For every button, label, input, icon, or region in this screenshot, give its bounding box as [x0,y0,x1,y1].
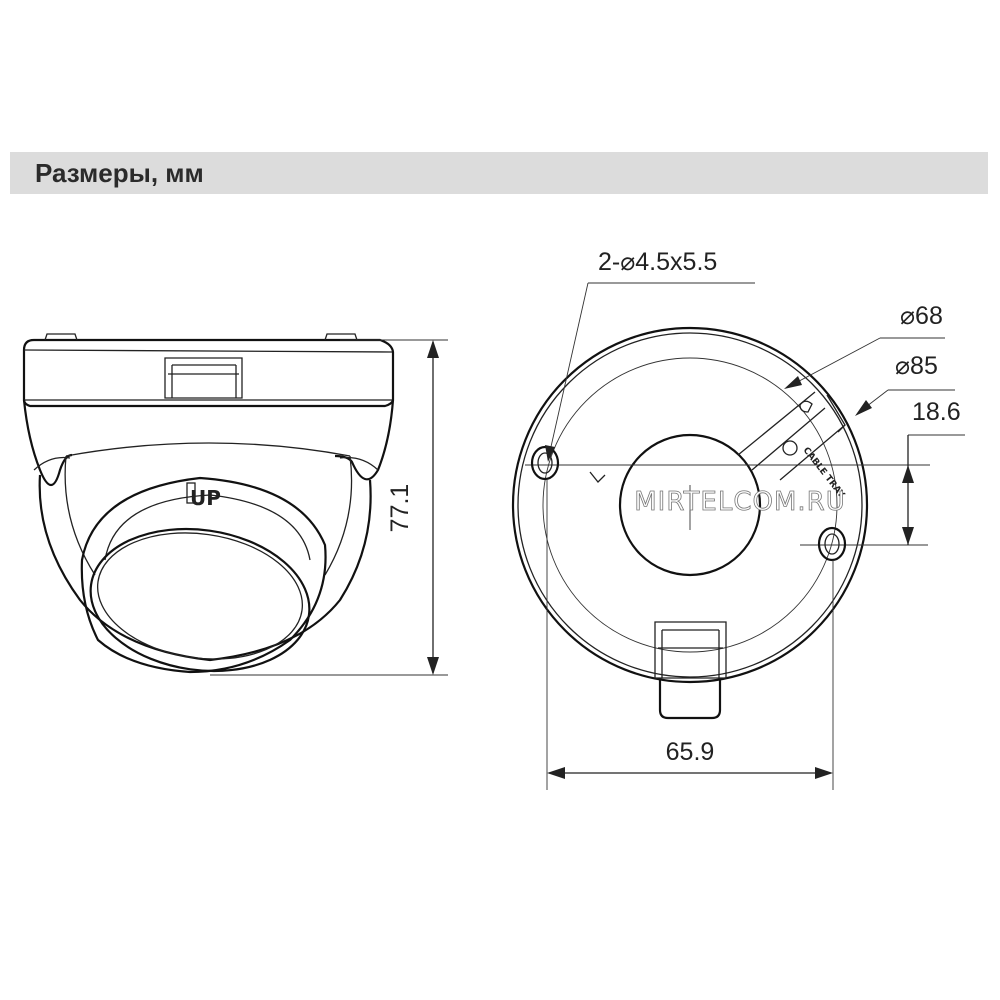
camera-bottom-view: CABLE TRAY MIRTELCOM.RU [511,326,930,720]
hole-spacing-dimension: 65.9 [546,480,834,790]
hole-offset-dimension: 18.6 [902,398,965,545]
header-bar: Размеры, мм [10,152,988,194]
watermark-text: MIRTELCOM.RU [634,487,845,517]
diameter-outer-callout: ⌀85 [855,352,955,416]
diameter-inner-label: ⌀68 [900,302,943,330]
hole-spec-label: 2-⌀4.5x5.5 [598,248,717,276]
camera-side-view: UP [22,333,395,674]
page-title: Размеры, мм [35,158,204,188]
height-dimension-label: 77.1 [386,484,414,533]
lens-mark-label: UP [190,486,221,510]
hole-spec-callout: 2-⌀4.5x5.5 [545,248,755,462]
diameter-outer-label: ⌀85 [895,352,938,380]
hole-spacing-label: 65.9 [666,738,715,766]
hole-offset-label: 18.6 [912,398,961,426]
diameter-inner-callout: ⌀68 [784,302,945,389]
height-dimension: 77.1 [210,339,448,676]
